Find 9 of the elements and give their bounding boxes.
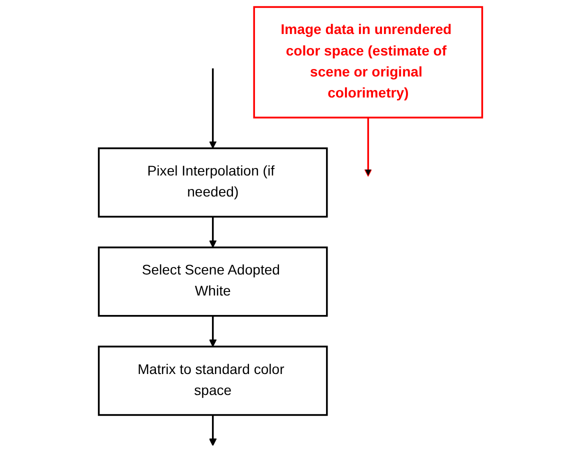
node-box: Select Scene Adopted White	[98, 246, 328, 317]
arrow	[209, 68, 217, 149]
arrow	[364, 118, 372, 177]
arrow	[209, 216, 217, 248]
node-box: Matrix to standard color space	[98, 346, 328, 416]
arrow	[209, 316, 217, 347]
node-box: Image data in unrendered color space (estimate of scene or original colorimetry)	[253, 6, 484, 118]
node-box: Pixel Interpolation (if needed)	[98, 147, 328, 218]
arrow	[209, 415, 217, 446]
